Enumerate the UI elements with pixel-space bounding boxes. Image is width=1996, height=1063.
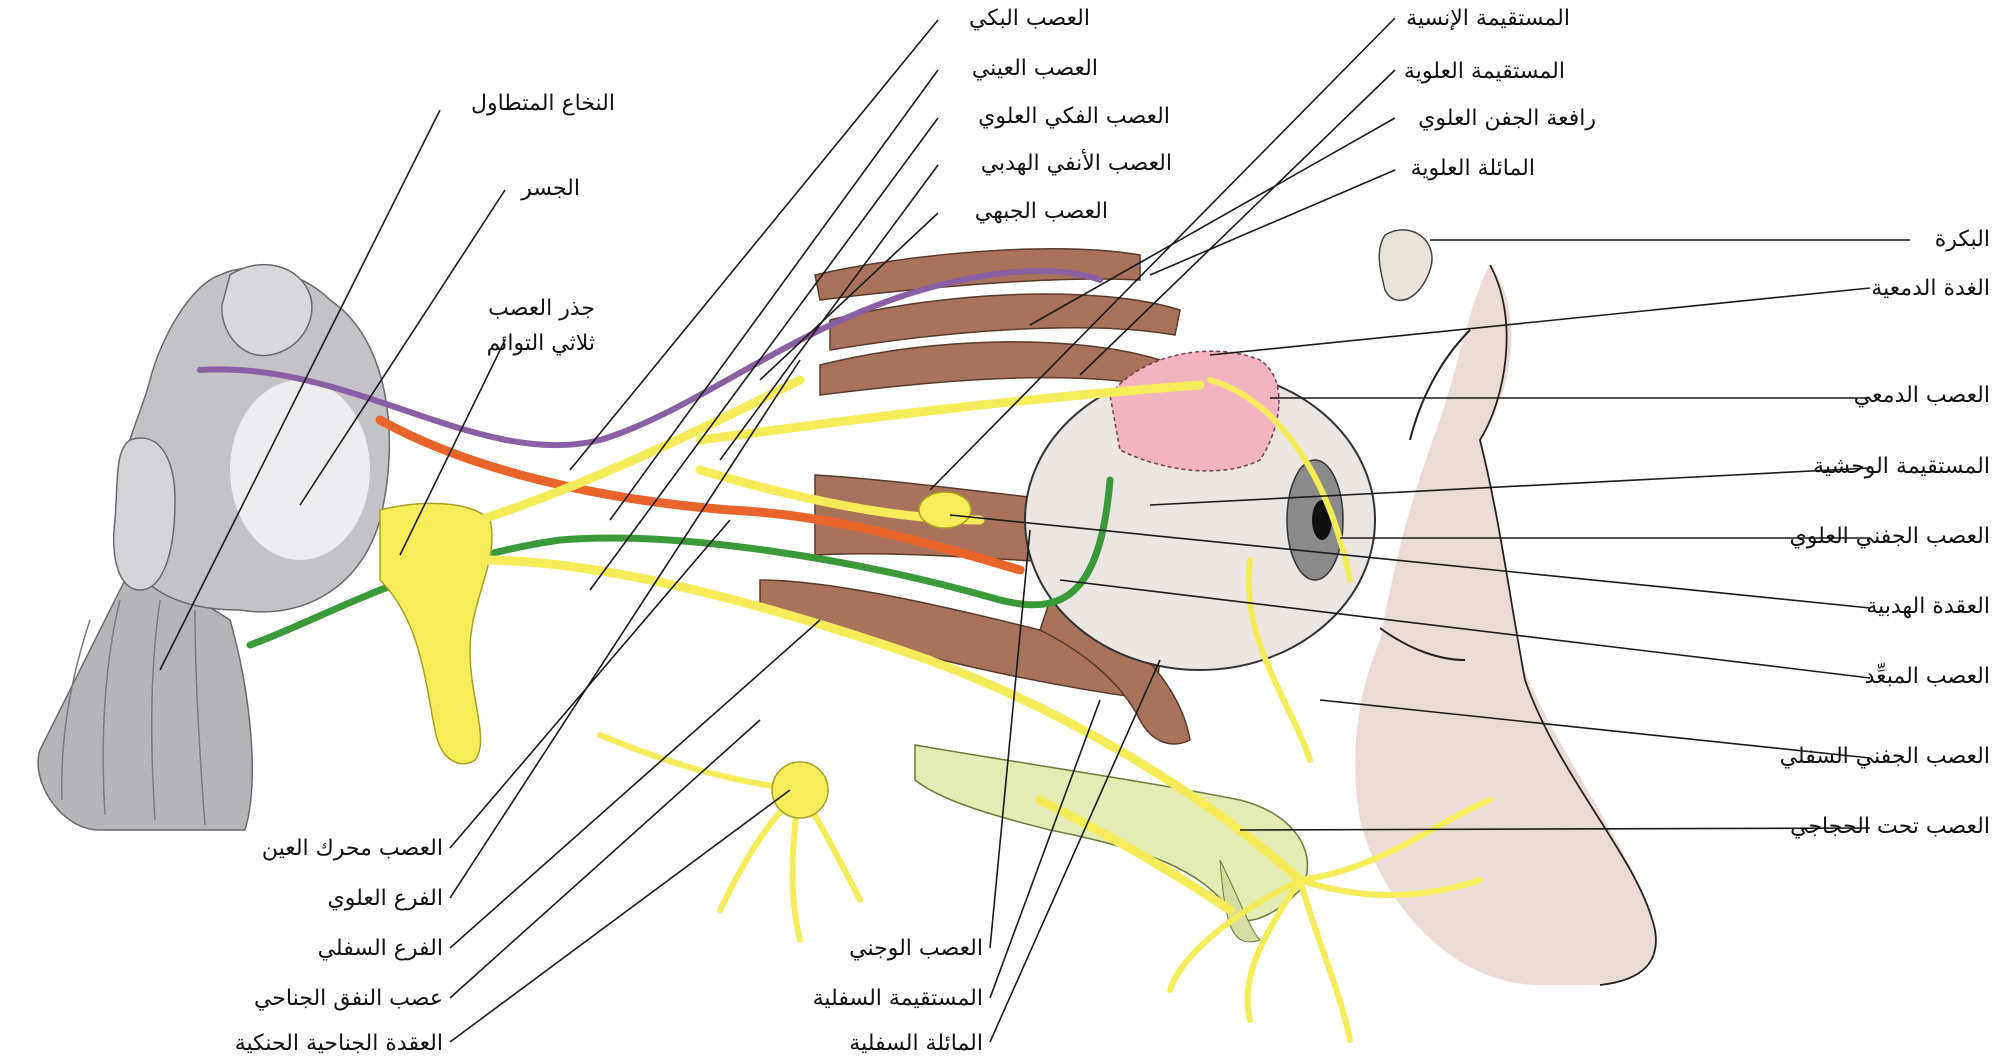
label-lacrimal-gland: الغدة الدمعية: [1871, 276, 1990, 301]
label-pons: الجسر: [520, 176, 580, 201]
label-abducens-nerve: العصب المبعِّد: [1865, 663, 1990, 689]
label-lacrimal-nerve: العصب الدمعي: [1854, 383, 1990, 408]
label-maxillary-nerve: العصب الفكي العلوي: [978, 104, 1170, 129]
label-ciliary-ganglion: العقدة الهدبية: [1866, 594, 1990, 619]
label-superior-branch: الفرع العلوي: [328, 886, 444, 911]
label-ophthalmic-nerve: العصب العيني: [972, 56, 1098, 81]
oculomotor-nerve-path: [375, 415, 1025, 575]
label-lateral-rectus: المستقيمة الوحشية: [1813, 454, 1990, 479]
label-ciliary-nerve: العصب البكي: [969, 6, 1090, 31]
ciliary-ganglion-shape: [918, 491, 972, 529]
upper-eyelid: [1409, 329, 1471, 441]
brainstem: [37, 263, 391, 831]
label-medulla: النخاع المتطاول: [471, 91, 615, 116]
label-frontal-nerve: العصب الجبهي: [975, 199, 1108, 224]
face-skin-profile: [1355, 265, 1656, 985]
label-nasociliary-nerve: العصب الأنفي الهدبي: [981, 149, 1172, 176]
lacrimal-gland-shape: [1109, 350, 1280, 472]
label-trigeminal-root-2: ثلاثي التوائم: [487, 331, 595, 356]
label-pterygoid-canal-nerve: عصب النفق الجناحي: [254, 986, 443, 1011]
illustration: [37, 229, 1657, 1043]
label-inferior-branch: الفرع السفلي: [318, 936, 443, 961]
trigeminal-ganglion-shape: [379, 502, 493, 765]
pterygopalatine-ganglion-shape: [771, 761, 829, 819]
ophthalmic-branch: [475, 375, 805, 525]
brainstem-front: [113, 437, 176, 591]
label-inferior-palpebral-nerve: العصب الجفني السفلي: [1780, 744, 1990, 769]
infraorbital-branch: [1035, 795, 1235, 915]
label-superior-palpebral-nerve: العصب الجفني العلوي: [1789, 524, 1990, 549]
frontal-branch: [695, 380, 1205, 445]
label-levator-palpebrae: رافعة الجفن العلوي: [1418, 106, 1596, 131]
label-zygomatic-nerve: العصب الوجني: [849, 936, 983, 961]
nerves: [197, 267, 1493, 1043]
superior-rectus-muscle: [819, 341, 1161, 396]
label-superior-rectus: المستقيمة العلوية: [1404, 59, 1565, 84]
lower-eyelid: [1379, 627, 1466, 661]
label-inferior-oblique: المائلة السفلية: [849, 1031, 983, 1056]
label-infraorbital-nerve: العصب تحت الحجاجي: [1790, 814, 1990, 839]
pterygopalatine-branches: [597, 732, 863, 943]
trochlear-nerve-path: [197, 267, 1103, 449]
label-oculomotor-nerve: العصب محرك العين: [262, 836, 443, 861]
label-pterygopalatine-ganglion: العقدة الجناحية الحنكية: [235, 1031, 443, 1056]
levator-muscle: [829, 293, 1181, 351]
leader-lines: [159, 17, 1910, 1043]
maxillary-branch: [475, 555, 1305, 885]
labels: النخاع المتطاول الجسر جذر العصب ثلاثي ال…: [235, 6, 1990, 1056]
eyeball: [1024, 369, 1376, 671]
pons-upper-lobe: [221, 263, 313, 357]
face-outline: [1479, 264, 1657, 986]
trochlea-shape: [1378, 229, 1433, 302]
label-trochlea: البكرة: [1935, 227, 1990, 252]
abducens-nerve-path: [246, 476, 1114, 649]
label-inferior-rectus: المستقيمة السفلية: [813, 986, 983, 1011]
medulla-shape: [37, 558, 253, 831]
label-medial-rectus: المستقيمة الإنسية: [1406, 6, 1570, 31]
label-trigeminal-root-1: جذر العصب: [488, 296, 595, 321]
label-superior-oblique: المائلة العلوية: [1411, 156, 1535, 181]
